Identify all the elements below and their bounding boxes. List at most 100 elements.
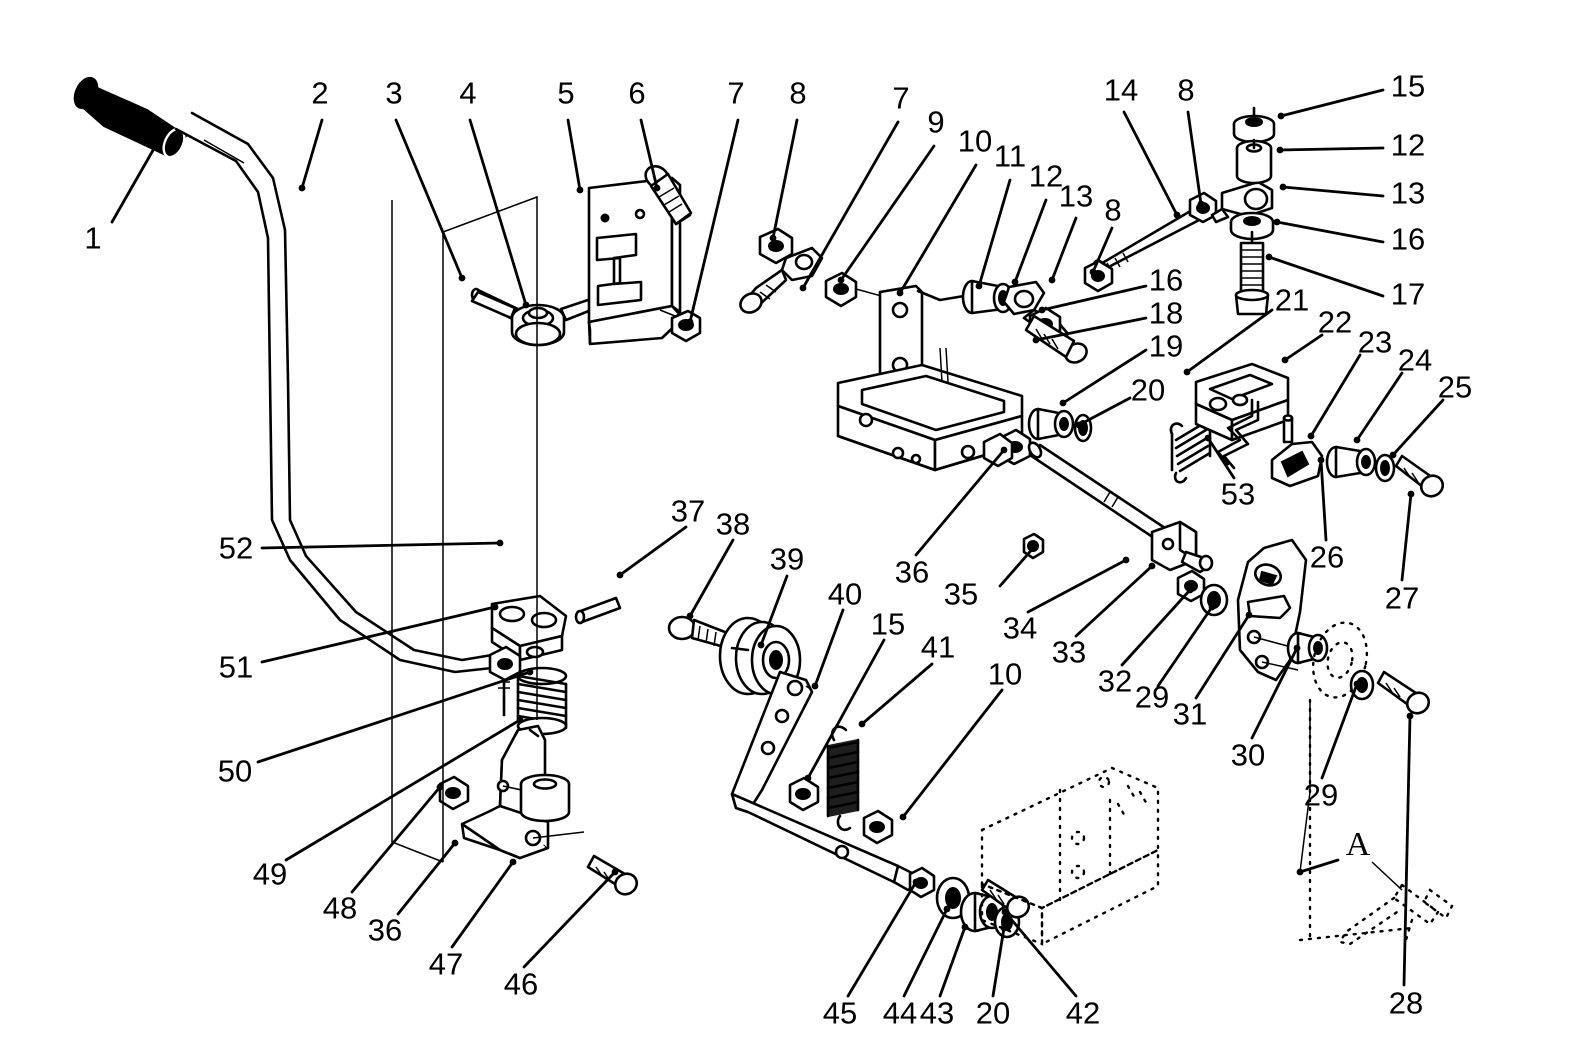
callout-label-10: 10 — [957, 123, 993, 159]
callout-label-A: A — [1345, 826, 1371, 863]
part-idler-arm-40 — [730, 670, 920, 892]
callout-label-53: 53 — [1220, 476, 1256, 512]
callout-label-52: 52 — [218, 530, 254, 566]
leader-line-6 — [639, 118, 659, 190]
leader-tip-11 — [975, 282, 983, 290]
leader-line-8c — [1091, 226, 1114, 274]
leader-tip-16b — [1038, 306, 1046, 314]
callout-label-50: 50 — [217, 753, 253, 789]
leader-tip-25 — [1389, 451, 1397, 459]
part-nut-36b — [438, 775, 470, 811]
callout-label-12: 12 — [1390, 127, 1426, 163]
leader-line-35 — [998, 544, 1037, 588]
leader-tip-26 — [1317, 456, 1325, 464]
leader-line-9 — [839, 144, 936, 282]
leader-tip-12 — [1011, 278, 1019, 286]
callout-label-1: 1 — [84, 220, 102, 256]
leader-line-13 — [1050, 216, 1078, 282]
leader-line-15b — [806, 638, 886, 780]
part-bolt-38 — [667, 615, 732, 650]
leader-line-14 — [1122, 110, 1179, 217]
callout-label-48: 48 — [322, 890, 358, 926]
part-bolt-46 — [586, 854, 639, 896]
callout-label-20: 20 — [975, 995, 1011, 1031]
callout-label-18: 18 — [1148, 295, 1184, 331]
leader-tip-2 — [298, 184, 306, 192]
callout-label-12: 12 — [1028, 158, 1064, 194]
leader-line-23 — [1309, 353, 1362, 438]
leader-line-3 — [394, 118, 464, 280]
leader-line-37 — [618, 525, 688, 577]
leader-tip-33 — [1148, 562, 1156, 570]
leader-line-12b — [1278, 146, 1385, 152]
leader-tip-15 — [1277, 112, 1285, 120]
callout-label-30: 30 — [1230, 737, 1266, 773]
callout-label-2: 2 — [311, 75, 329, 111]
leader-tip-8 — [769, 234, 777, 242]
callout-label-10: 10 — [987, 656, 1023, 692]
leader-tip-49 — [516, 716, 524, 724]
leader-tip-53 — [1204, 434, 1212, 442]
callout-label-7: 7 — [892, 80, 910, 116]
part-clevis-33 — [1150, 520, 1214, 574]
leader-tip-42 — [1001, 908, 1009, 916]
callout-label-6: 6 — [628, 75, 646, 111]
leader-line-8d — [1186, 110, 1203, 206]
leader-line-7b — [801, 120, 900, 290]
leader-tip-3 — [458, 274, 466, 282]
callout-label-16: 16 — [1390, 221, 1426, 257]
leader-tip-24 — [1353, 436, 1361, 444]
leader-line-49 — [284, 718, 522, 862]
leader-tip-44 — [943, 905, 951, 913]
leader-tip-8c — [1089, 268, 1097, 276]
leader-line-25 — [1391, 398, 1445, 457]
leader-line-8 — [771, 118, 799, 240]
leader-tip-34 — [1122, 556, 1130, 564]
part-bolt-25 — [1394, 454, 1445, 498]
part-spring-41 — [826, 725, 860, 832]
callout-label-46: 46 — [503, 966, 539, 1002]
part-cam-26 — [1270, 440, 1324, 488]
leader-tip-39 — [757, 641, 765, 649]
leader-tip-23 — [1307, 432, 1315, 440]
part-washer-16 — [1229, 211, 1275, 241]
leader-line-32 — [1120, 588, 1192, 667]
leader-tip-43 — [961, 923, 969, 931]
leader-line-13b — [1281, 185, 1385, 198]
part-bushing-18 — [1027, 407, 1075, 441]
callout-label-36: 36 — [367, 912, 403, 948]
leader-line-29b — [1156, 605, 1214, 688]
callout-label-13: 13 — [1390, 175, 1426, 211]
leader-tip-5 — [576, 186, 584, 194]
part-pin-37 — [574, 596, 622, 625]
part-nut-36c — [862, 809, 894, 845]
callout-label-8: 8 — [1104, 192, 1122, 228]
callout-label-11: 11 — [993, 138, 1027, 174]
leader-tip-29b — [1208, 603, 1216, 611]
callout-label-19: 19 — [1148, 328, 1184, 364]
part-nut-9 — [824, 271, 858, 308]
callout-label-34: 34 — [1002, 610, 1038, 646]
part-shaft-34 — [1027, 441, 1170, 544]
leader-tip-13b — [1279, 183, 1287, 191]
callout-label-41: 41 — [920, 629, 956, 665]
leader-line-16b — [1040, 284, 1148, 312]
callout-label-49: 49 — [252, 856, 288, 892]
callout-label-29: 29 — [1134, 679, 1170, 715]
leader-line-33 — [1074, 564, 1154, 638]
callout-label-33: 33 — [1051, 634, 1087, 670]
leader-line-41 — [860, 662, 934, 726]
leader-tip-13 — [1048, 276, 1056, 284]
leader-tip-8d — [1197, 200, 1205, 208]
callout-label-45: 45 — [822, 995, 858, 1031]
leader-tip-18 — [1032, 336, 1040, 344]
leader-tip-21 — [1183, 368, 1191, 376]
phantom-frame-outline — [980, 766, 1160, 946]
callout-label-24: 24 — [1397, 342, 1433, 378]
leader-tip-15b — [804, 774, 812, 782]
leader-tip-10 — [896, 289, 904, 297]
part-pin-22 — [1282, 414, 1294, 444]
leader-line-17 — [1267, 255, 1385, 298]
callout-label-36: 36 — [894, 554, 930, 590]
